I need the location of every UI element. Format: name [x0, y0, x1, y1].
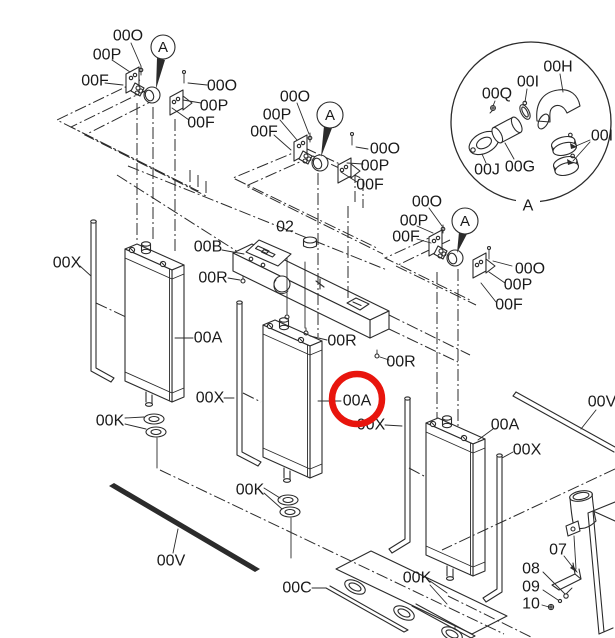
phantom-frame-lines [55, 79, 477, 477]
pointer-wedge-2 [321, 126, 332, 157]
clamp-00I-upper [519, 100, 531, 120]
manifold-port [273, 275, 291, 293]
mount-flange [551, 573, 582, 591]
callout-A-mount2: A [316, 101, 344, 129]
mount-assembly-1 [125, 58, 193, 116]
part-label-mount3-00P-left: 00P [400, 213, 428, 230]
part-label-mount2-00F-right: 00F [356, 177, 384, 194]
leader-lines [79, 42, 597, 608]
part-label-mount1-00P-left: 00P [93, 47, 121, 64]
part-label-core1-00X-outer: 00X [53, 255, 82, 272]
callout-A-mount3: A [451, 207, 479, 235]
arrowhead-07 [570, 565, 578, 573]
small-bolts [138, 65, 492, 359]
side-rods [90, 219, 503, 603]
part-label-core2-00A-highlighted: 00A [343, 393, 372, 410]
part-label-mount1-00O-left: 00O [113, 28, 143, 45]
part-label-mount3-00F-left: 00F [392, 229, 420, 246]
part-label-core1-00K: 00K [96, 413, 125, 430]
callout-A-mount1: A [150, 34, 176, 60]
mount-assembly-3 [428, 229, 496, 279]
part-label-manifold-00B: 00B [194, 239, 222, 256]
tube-00G [491, 116, 523, 144]
base-plate [335, 550, 508, 635]
elbow-hose-00H [536, 89, 581, 130]
part-label-base-00C: 00C [282, 580, 311, 597]
part-label-mount2-00F-left: 00F [250, 124, 278, 141]
tie-bar-00V-lower [109, 483, 260, 572]
highlight-layer [328, 370, 386, 428]
part-label-item-08: 08 [522, 561, 540, 578]
cooler-core-3 [425, 415, 486, 581]
part-label-core2-00K: 00K [236, 482, 265, 499]
part-label-item-09: 09 [522, 579, 540, 596]
part-label-manifold-00R-left: 00R [198, 270, 227, 287]
hose-axis-lines [136, 103, 459, 433]
highlight-circle [328, 370, 386, 428]
part-label-core2-00X-left: 00X [196, 390, 225, 407]
part-label-mount3-00O-left: 00O [412, 194, 442, 211]
bolt-08 [563, 593, 569, 599]
part-label-core3-00A: 00A [491, 417, 520, 434]
part-label-mount1-00F-left: 00F [81, 73, 109, 90]
callouts-layer: A A A [150, 34, 479, 235]
part-label-mount2-00P-left: 00P [263, 107, 291, 124]
part-label-mount3-00F-right: 00F [495, 297, 523, 314]
part-label-mount2-00P-right: 00P [361, 158, 389, 175]
reservoir-tank [569, 490, 597, 530]
part-label-core3-00X: 00X [513, 442, 542, 459]
part-label-core1-00A: 00A [194, 330, 223, 347]
part-label-mount2-00O-left: 00O [280, 89, 310, 106]
part-label-mount1-00F-right: 00F [187, 115, 215, 132]
svg-text:A: A [325, 107, 335, 124]
part-label-mount3-00O-right: 00O [515, 261, 545, 278]
part-label-detail-00G: 00G [505, 159, 535, 176]
bottom-frame [109, 468, 615, 638]
part-label-mount1-00P-right: 00P [200, 98, 228, 115]
part-label-manifold-00R-mid: 00R [327, 333, 356, 350]
svg-text:A: A [460, 213, 470, 230]
part-label-detail-00J: 00J [474, 162, 500, 179]
part-label-core3-00K: 00K [403, 570, 432, 587]
part-label-item-02: 02 [276, 219, 294, 236]
clamp-00I-right-2 [552, 153, 580, 177]
tie-bar-00V-upper [512, 391, 615, 453]
arrowhead-00I-1 [570, 143, 577, 149]
part-label-detail-caption-A: A [523, 198, 534, 215]
part-label-detail-00I-upper: 00I [517, 74, 539, 91]
arrowhead-00I-2 [567, 159, 574, 165]
pointer-wedge-1 [156, 58, 165, 89]
part-label-manifold-00R-right: 00R [386, 354, 415, 371]
part-label-rod-00V-upper: 00V [588, 394, 615, 411]
part-label-mount2-00O-right: 00O [370, 141, 400, 158]
bolt-00Q [489, 105, 496, 114]
manifold-beam [232, 236, 390, 339]
clamp-00I-right-1 [550, 132, 578, 157]
part-label-item-07: 07 [549, 542, 567, 559]
part-label-detail-00Q: 00Q [482, 86, 512, 103]
part-label-mount1-00O-right: 00O [207, 78, 237, 95]
pointer-wedge-3 [457, 232, 467, 253]
part-label-detail-00H: 00H [543, 59, 572, 76]
right-side-parts [512, 391, 615, 635]
part-label-item-10: 10 [522, 596, 540, 613]
cooler-core-1 [124, 241, 185, 407]
svg-text:A: A [158, 39, 168, 56]
part-label-rod-00V-lower: 00V [157, 553, 186, 570]
part-label-detail-00I-right: 00I [591, 128, 613, 145]
washer-09 [557, 598, 563, 604]
tank-clip [565, 520, 581, 537]
manifold-cap [302, 236, 318, 244]
cooler-core-2 [262, 317, 323, 483]
detail-view-A [450, 41, 612, 214]
part-label-mount3-00P-right: 00P [504, 277, 532, 294]
side-panel [587, 501, 615, 635]
mount-assembly-2 [293, 126, 361, 184]
